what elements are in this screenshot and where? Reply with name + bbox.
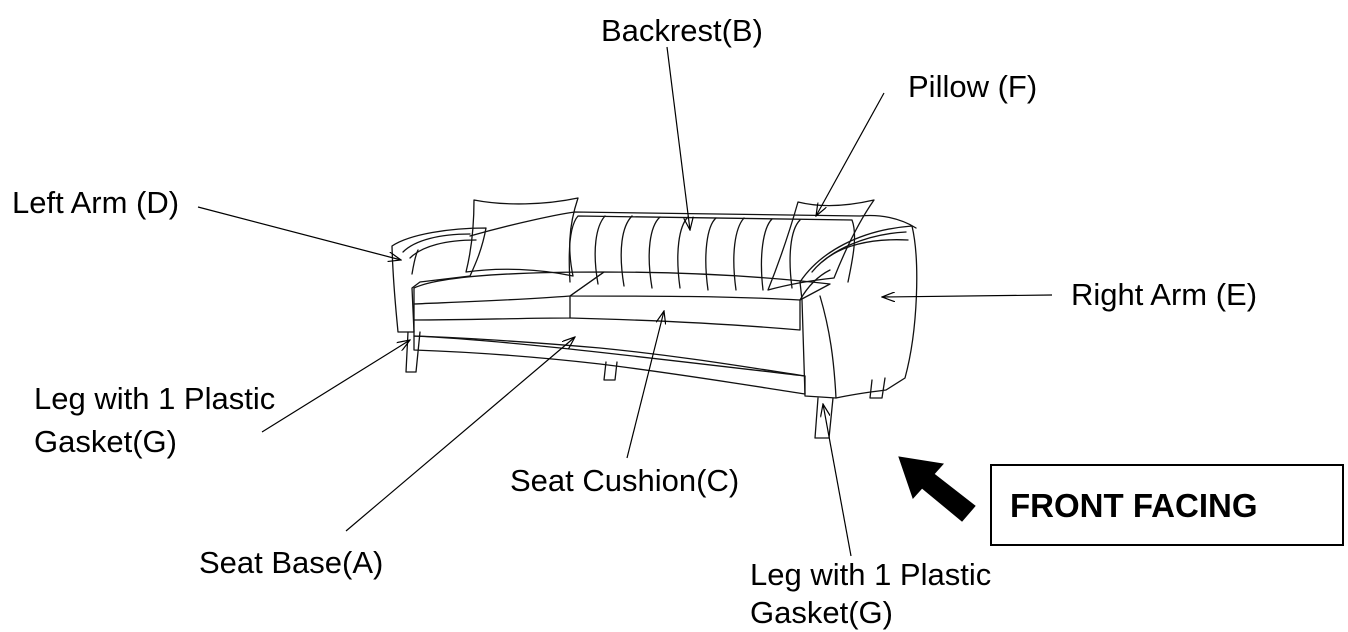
left-arm [391,227,487,333]
label-backrest: Backrest(B) [601,13,763,48]
pillow-leader [816,92,885,216]
label-leg-right-line2: Gasket(G) [750,595,893,630]
label-leg-right-line1: Leg with 1 Plastic [750,557,992,592]
label-leg-left-line1: Leg with 1 Plastic [34,381,276,416]
leg-left-leader [261,340,410,433]
right-pillow [767,199,875,291]
right-arm-leader [882,295,1053,297]
left-seat-cushion [413,271,605,305]
label-right-arm: Right Arm (E) [1071,277,1258,312]
rear-right-leg [869,377,886,399]
label-left-arm: Left Arm (D) [12,185,180,220]
leg-right-leader [823,404,852,557]
front-facing-arrow [898,456,976,522]
label-seat-base: Seat Base(A) [199,545,384,580]
left-arm-leader [197,206,401,260]
front-right-leg [814,397,834,439]
right-arm [799,225,918,399]
rear-middle-leg [603,361,618,381]
label-leg-left-line2: Gasket(G) [34,424,177,459]
front-facing-box: FRONT FACING [990,464,1344,546]
label-pillow: Pillow (F) [908,69,1038,104]
front-facing-label: FRONT FACING [1010,487,1258,524]
seat-base-leader [345,337,575,532]
seat-cushion-leader [626,311,664,459]
backrest-outline [568,215,856,283]
left-pillow [465,197,579,277]
seat-base [413,319,806,395]
backrest-leader [666,46,690,230]
sofa-back-frame [469,211,917,237]
sofa-illustration [391,197,918,439]
label-seat-cushion: Seat Cushion(C) [510,463,740,498]
callout-lines [197,46,1053,557]
front-left-leg [405,331,421,373]
